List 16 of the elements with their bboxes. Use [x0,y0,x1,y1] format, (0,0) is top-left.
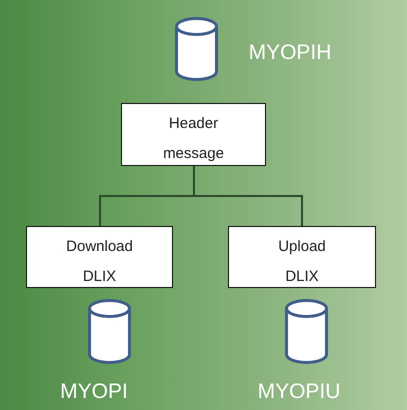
process-box [121,103,266,166]
node-title: Header [168,115,218,133]
database-label: MYOPI [59,379,129,405]
database-cylinder [285,299,328,364]
node-title: Download [66,238,133,256]
process-box [228,226,376,288]
node-detail: message [163,145,224,163]
database-label: MYOPIU [256,379,342,405]
database-label: MYOPIH [248,40,332,66]
connector-line [193,166,303,226]
node-detail: DLIX [82,268,116,286]
node-title: Upload [278,238,326,256]
node-detail: DLIX [285,268,319,286]
database-cylinder [88,299,131,364]
process-box [26,226,173,288]
database-cylinder [175,17,218,81]
